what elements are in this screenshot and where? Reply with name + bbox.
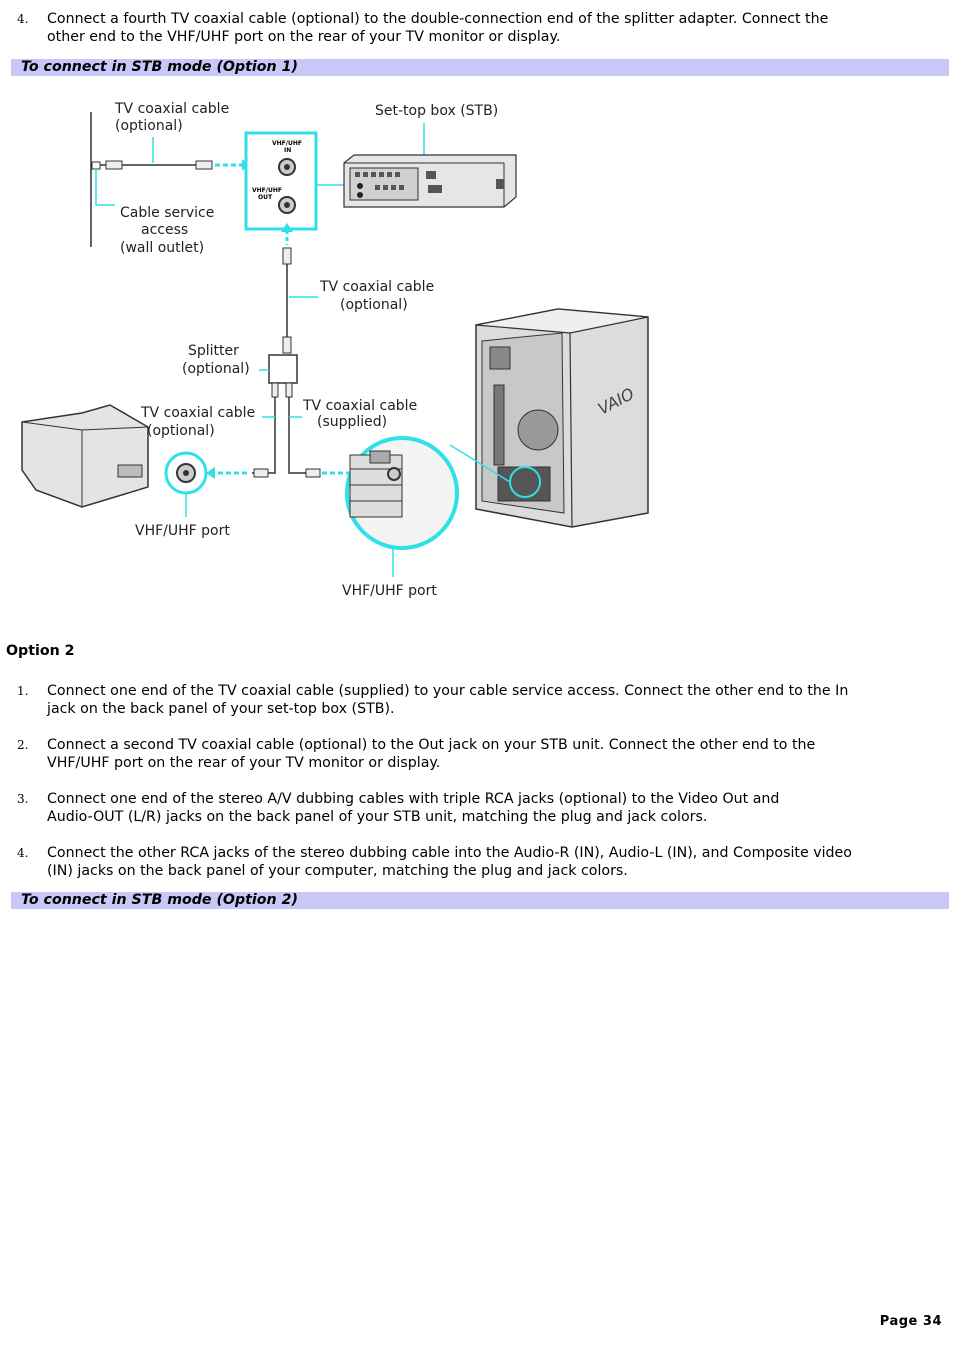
vaio-pc-tower: VAIO <box>475 308 649 528</box>
section-title-option1: To connect in STB mode (Option 1) <box>11 59 949 76</box>
svg-text:(wall outlet): (wall outlet) <box>120 240 204 256</box>
step-number: 4. <box>17 12 29 26</box>
label-tv-cable-top: TV coaxial cable <box>114 101 229 117</box>
stb-port-zoom <box>244 131 318 231</box>
label-vhf-port-tv: VHF/UHF port <box>135 523 230 539</box>
svg-text:OUT: OUT <box>258 194 273 201</box>
wall-outlet <box>91 161 101 170</box>
section-title-option2: To connect in STB mode (Option 2) <box>11 892 949 909</box>
label-tv-cable-left: TV coaxial cable <box>140 405 255 421</box>
svg-text:(optional): (optional) <box>182 361 250 377</box>
svg-text:IN: IN <box>284 147 291 154</box>
svg-text:(optional): (optional) <box>147 423 215 439</box>
label-vhf-port-pc: VHF/UHF port <box>342 583 437 599</box>
label-stb: Set-top box (STB) <box>375 103 498 119</box>
svg-text:(optional): (optional) <box>340 297 408 313</box>
label-cable-service: Cable service <box>120 205 214 221</box>
page-number: Page 34 <box>879 1314 942 1329</box>
label-tv-cable-mid: TV coaxial cable <box>319 279 434 295</box>
tv-monitor <box>21 404 149 508</box>
step-text: Connect a fourth TV coaxial cable (optio… <box>47 11 829 45</box>
label-splitter: Splitter <box>188 343 239 359</box>
splitter <box>268 354 298 384</box>
option-2-heading: Option 2 <box>6 643 75 659</box>
connection-diagram: TV coaxial cable (optional) Cable servic… <box>21 101 649 599</box>
svg-text:access: access <box>141 222 188 238</box>
svg-text:(optional): (optional) <box>115 118 183 134</box>
svg-text:VHF/UHF: VHF/UHF <box>252 187 282 194</box>
label-tv-cable-supplied: TV coaxial cable <box>302 398 417 414</box>
svg-text:(supplied): (supplied) <box>317 414 387 430</box>
svg-text:VHF/UHF: VHF/UHF <box>272 140 302 147</box>
